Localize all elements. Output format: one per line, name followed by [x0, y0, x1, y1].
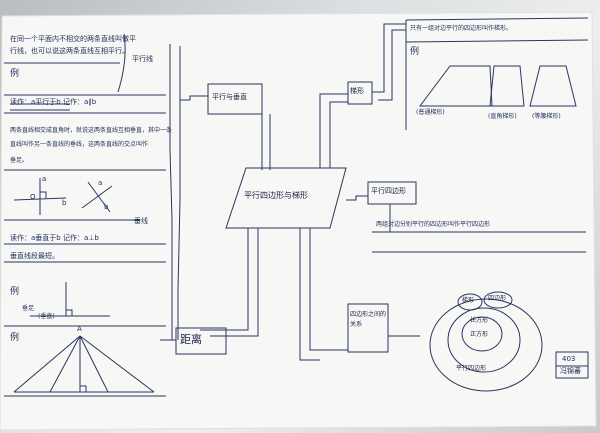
- perp-slant-1: [87, 181, 111, 213]
- read-parallel: 读作：a平行于b 记作：a∥b: [10, 98, 97, 106]
- link-trapezoid-notes: [372, 23, 406, 93]
- branch-distance: 距离: [180, 333, 202, 346]
- example-label-1: 例: [10, 69, 20, 79]
- link-trapezoid: [319, 93, 348, 168]
- triangle-line-2: [79, 335, 109, 393]
- trapezoid-def: 只有一组对边平行的四边形叫作梯形。: [410, 25, 513, 32]
- perp-label-o: O: [30, 193, 36, 201]
- ink-lines: [4, 17, 589, 397]
- venn-inner-label: 正方形: [470, 331, 489, 338]
- box-relation: [347, 303, 389, 353]
- center-box: [225, 167, 347, 229]
- parallel-def-line-1: 在同一个平面内不相交的两条直线叫做平: [10, 35, 136, 43]
- trap-example-label: 例: [410, 47, 420, 57]
- foot-tag: (垂直): [38, 313, 55, 320]
- center-title: 平行四边形与梯形: [244, 191, 308, 200]
- perp-tag: 垂线: [134, 217, 148, 225]
- shape-isosceles-trapezoid: [529, 65, 577, 107]
- example-label-2: 例: [10, 287, 20, 297]
- shortest-note: 垂直线段最短。: [10, 252, 59, 260]
- venn-outer-label: 平行四边形: [456, 365, 487, 372]
- triangle-line-1: [49, 335, 81, 393]
- link-parallel-perp: [180, 95, 208, 101]
- link-relation-2: [309, 228, 348, 351]
- perp-slant-2: [81, 185, 113, 209]
- label-general-trapezoid: (普通梯形): [416, 109, 445, 116]
- altitude-right-angle: [80, 385, 87, 392]
- perp-label-a: a: [42, 175, 47, 183]
- shape-general-trapezoid: [419, 65, 493, 107]
- venn-ring-left: 梯形: [462, 297, 475, 304]
- paper-sheet: [0, 11, 597, 431]
- rule-line: [405, 39, 589, 43]
- parallelogram-def: 两组对边分别平行的四边形叫作平行四边形: [376, 221, 491, 228]
- branch-parallel-perp: 平行与垂直: [212, 93, 247, 101]
- venn-inner: [461, 316, 503, 352]
- branch-parallelogram: 平行四边形: [371, 187, 406, 195]
- right-angle-mark: [40, 191, 47, 198]
- perp-def-line-2: 直线叫作另一条直线的垂线，这两条直线的交点叫作: [10, 141, 149, 148]
- link-trapezoid-2: [329, 101, 348, 168]
- left-connector: [169, 44, 173, 340]
- venn-mid: [447, 307, 521, 373]
- box-parallel-perp: [207, 83, 263, 115]
- read-perp: 读作：a垂直于b 记作：a⊥b: [10, 234, 99, 242]
- perp-horizontal: [13, 197, 67, 201]
- branch-trapezoid: 梯形: [350, 87, 364, 95]
- link-relation: [299, 228, 320, 361]
- perp-def-line-1: 两条直线相交成直角时，就说这两条直线互相垂直，其中一条: [10, 127, 173, 134]
- branch-relation: 四边形之间的关系: [350, 311, 387, 328]
- venn-mid-label: 长方形: [470, 317, 489, 324]
- foot-right-angle: [66, 309, 73, 316]
- box-parallelogram: [367, 181, 417, 205]
- link-distance: [200, 228, 249, 331]
- venn-trap-right: [483, 291, 513, 309]
- signature-class: 403: [562, 355, 576, 363]
- triangle-side-left: [13, 335, 81, 393]
- box-trapezoid: [347, 81, 373, 105]
- left-connector-2: [177, 46, 181, 340]
- box-distance: [175, 327, 227, 355]
- bracket: [117, 33, 126, 93]
- perp-label-b: b: [62, 199, 67, 207]
- triangle-side-right: [79, 335, 155, 393]
- shape-right-trapezoid: [489, 65, 525, 107]
- parallel-def-line-2: 行线，也可以说这两条直线互相平行。: [10, 47, 129, 55]
- signature-box: [555, 351, 589, 379]
- link-trapezoid-notes-2: [378, 29, 406, 101]
- signature-name: 冯锦蕃: [560, 367, 581, 375]
- venn-trap-left: [457, 293, 483, 311]
- perp-label-b-2: b: [104, 203, 109, 211]
- perp-def-line-3: 垂足。: [10, 157, 29, 164]
- foot-label: 垂足: [22, 305, 35, 312]
- link-parallelogram: [346, 195, 368, 201]
- venn-outer: [429, 298, 543, 392]
- parallel-tag: 平行线: [132, 55, 153, 63]
- trap-frame: [405, 17, 589, 130]
- perp-label-a-2: a: [98, 179, 103, 187]
- label-right-trapezoid: (直角梯形): [488, 113, 517, 120]
- venn-ring-right: 四边形: [488, 295, 507, 302]
- triangle-apex-label: A: [77, 325, 82, 333]
- example-label-3: 例: [10, 333, 20, 343]
- label-isosceles-trapezoid: (等腰梯形): [532, 113, 561, 120]
